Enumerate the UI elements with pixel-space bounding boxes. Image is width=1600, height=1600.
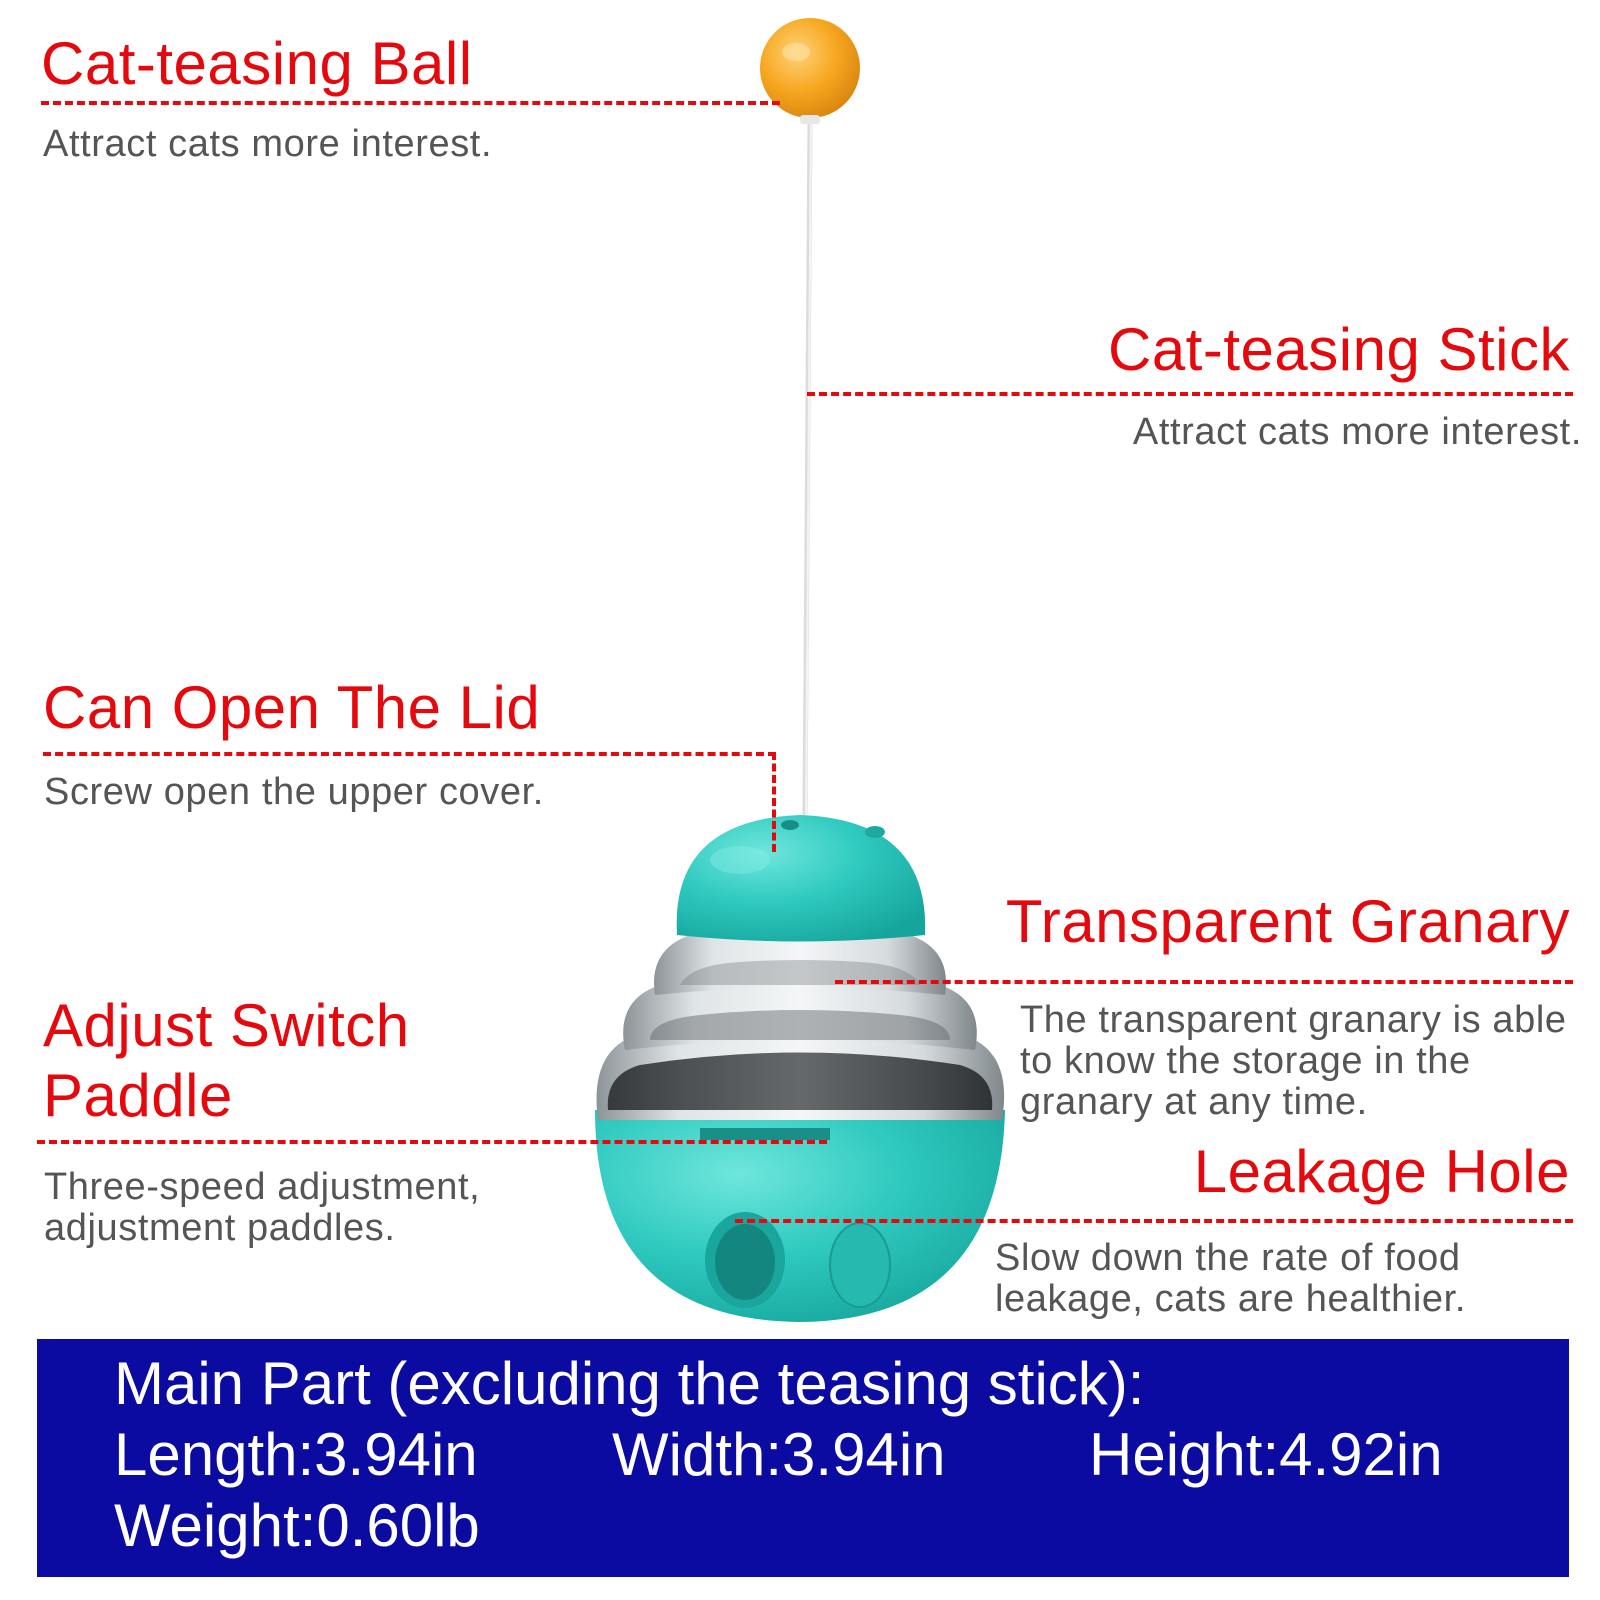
paddle-leader-line [37, 1140, 827, 1144]
leakage-description: Slow down the rate of food leakage, cats… [995, 1237, 1466, 1320]
leakage-title: Leakage Hole [1193, 1138, 1570, 1205]
granary-description: The transparent granary is able to know … [1020, 999, 1567, 1123]
paddle-description: Three-speed adjustment, adjustment paddl… [44, 1166, 481, 1249]
dimensions-panel: Main Part (excluding the teasing stick):… [37, 1339, 1569, 1577]
spec-width: Width:3.94in [612, 1421, 946, 1488]
stick-description: Attract cats more interest. [1132, 411, 1582, 453]
spec-height: Height:4.92in [1089, 1421, 1443, 1488]
cat-toy-product-illustration [595, 18, 1005, 1322]
leakage-leader-line [735, 1219, 1573, 1223]
lid-title: Can Open The Lid [43, 674, 541, 741]
lid-leader-line [43, 752, 776, 756]
stick-title: Cat-teasing Stick [1107, 316, 1570, 383]
paddle-title-line1: Adjust Switch [43, 992, 410, 1059]
ball-description: Attract cats more interest. [43, 123, 493, 165]
lid-leader-drop [772, 752, 776, 852]
spec-length: Length:3.94in [114, 1421, 478, 1488]
ball-title: Cat-teasing Ball [41, 30, 473, 97]
ball-leader-line [41, 101, 780, 105]
lid-description: Screw open the upper cover. [44, 771, 544, 813]
granary-leader-line [835, 980, 1573, 984]
spec-heading: Main Part (excluding the teasing stick): [114, 1350, 1145, 1417]
spec-weight: Weight:0.60lb [114, 1492, 480, 1559]
teasing-ball [760, 18, 860, 118]
stick-leader-line [807, 392, 1573, 396]
paddle-title-line2: Paddle [43, 1062, 233, 1129]
granary-title: Transparent Granary [1005, 888, 1570, 955]
